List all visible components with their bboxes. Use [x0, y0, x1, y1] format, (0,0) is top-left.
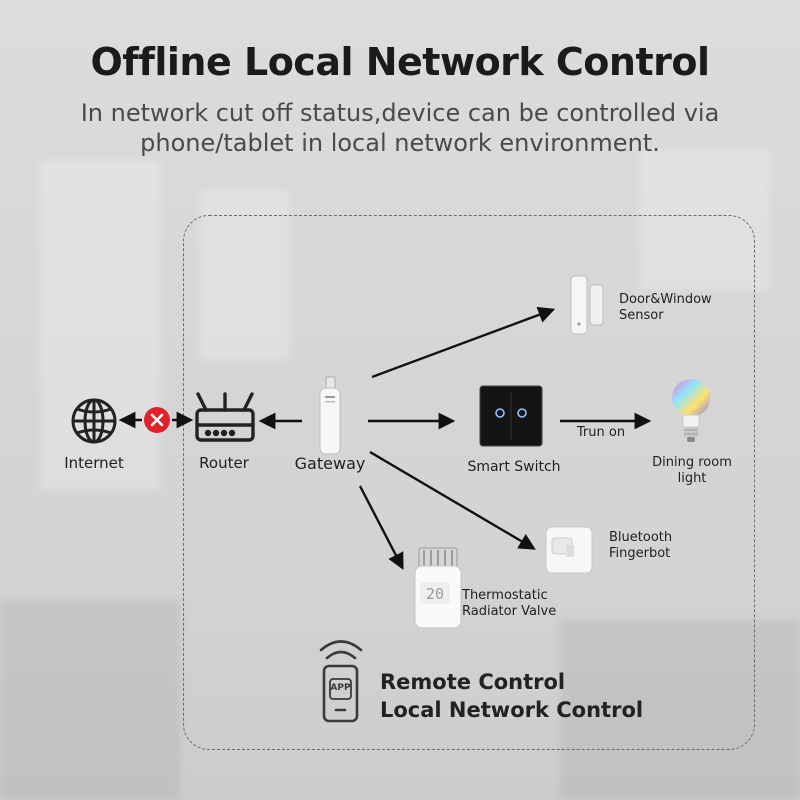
bulb-icon	[672, 379, 710, 442]
door-sensor-label: Door&Window Sensor	[619, 292, 712, 324]
gateway-label: Gateway	[294, 454, 366, 473]
smart-switch-label: Smart Switch	[467, 459, 561, 475]
dining-light-label-line-2: light	[677, 471, 707, 486]
subtitle-line-1: In network cut off status,device can be …	[80, 99, 720, 127]
page-subtitle: In network cut off status,device can be …	[0, 98, 800, 158]
smart-switch-icon	[479, 385, 543, 447]
gateway-icon	[319, 376, 341, 455]
thermostat-label-line-2: Radiator Valve	[462, 604, 557, 619]
thermostat-icon: 20	[414, 547, 462, 629]
svg-text:20: 20	[426, 585, 444, 603]
local-network-control-label: Local Network Control	[380, 698, 644, 722]
control-mode-text: Remote Control Local Network Control	[380, 668, 643, 724]
router-icon	[195, 392, 255, 442]
phone-icon	[319, 640, 363, 723]
thermostat-label: Thermostatic Radiator Valve	[462, 588, 556, 620]
globe-icon	[71, 398, 117, 444]
switch-to-light-edge-label: Trun on	[576, 425, 626, 440]
door-sensor-icon	[570, 275, 604, 335]
app-label: APP	[330, 683, 351, 693]
disconnected-icon	[144, 407, 170, 433]
dining-light-label-line-1: Dining room	[652, 455, 732, 470]
fingerbot-label-line-1: Bluetooth	[609, 530, 673, 545]
arrow-gateway-to-door-sensor	[371, 306, 556, 379]
fingerbot-icon	[545, 526, 593, 574]
remote-control-label: Remote Control	[380, 670, 566, 694]
page-title: Offline Local Network Control	[90, 40, 711, 84]
dining-light-label: Dining room light	[644, 455, 740, 487]
background-window	[640, 150, 770, 290]
arrow-gateway-to-fingerbot	[369, 450, 536, 550]
subtitle-line-2: phone/tablet in local network environmen…	[140, 129, 660, 157]
background-furniture	[0, 600, 180, 800]
arrow-gateway-to-thermostat	[358, 485, 404, 570]
internet-label: Internet	[64, 454, 124, 472]
background-furniture	[560, 620, 800, 800]
door-sensor-label-line-2: Sensor	[619, 308, 664, 323]
router-label: Router	[199, 454, 249, 472]
connection-arrows	[118, 306, 652, 570]
thermostat-label-line-1: Thermostatic	[462, 588, 548, 603]
door-sensor-label-line-1: Door&Window	[619, 292, 712, 307]
fingerbot-label-line-2: Fingerbot	[609, 546, 671, 561]
local-network-boundary	[183, 215, 755, 750]
fingerbot-label: Bluetooth Fingerbot	[609, 530, 672, 562]
background-window	[200, 190, 290, 360]
